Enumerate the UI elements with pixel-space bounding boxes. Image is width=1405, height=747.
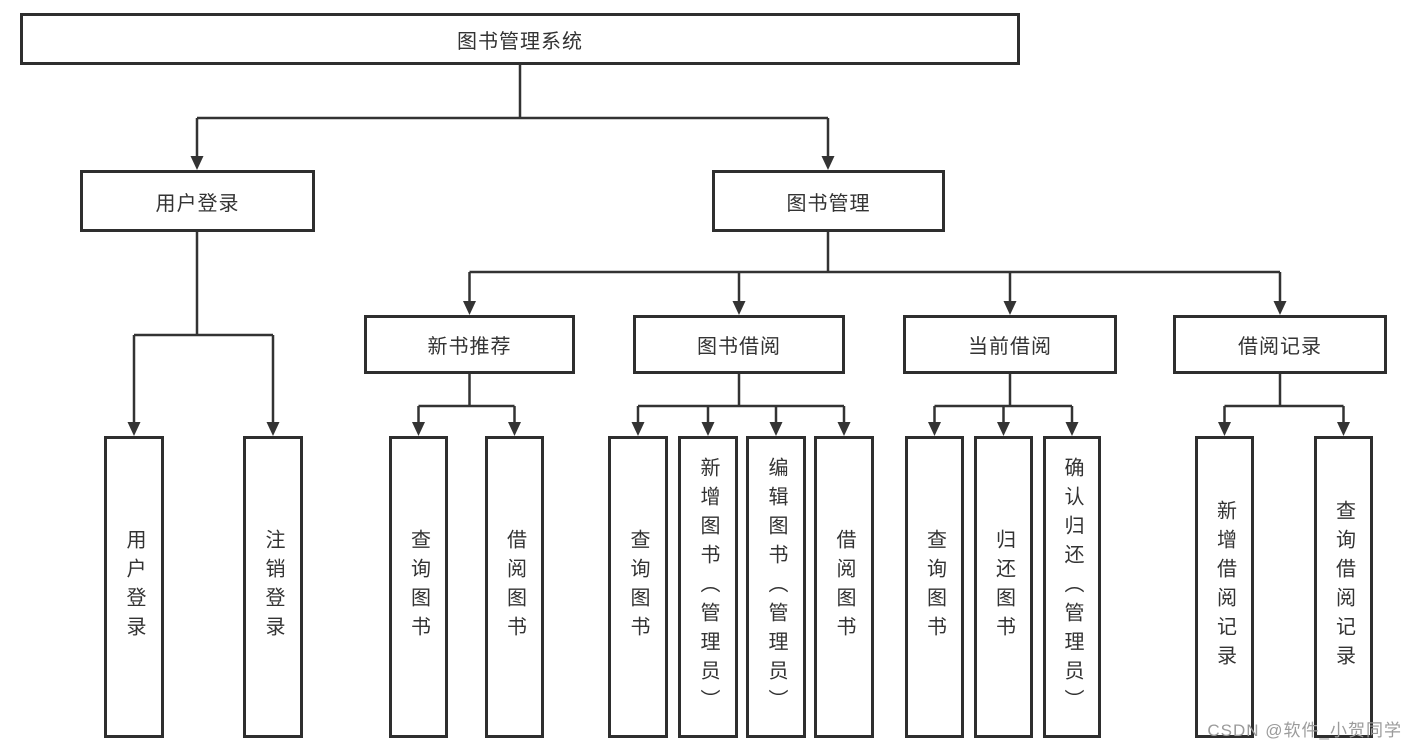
connector-current-borrow-to-leaves [933,374,1074,422]
arrow-down-icon [127,422,141,436]
connector-new-book-rec-to-leaves [417,374,516,422]
arrow-down-icon [732,301,746,315]
arrow-down-icon [190,156,204,170]
arrow-down-icon [1273,301,1287,315]
arrow-down-icon [1337,422,1350,436]
node-book-management: 图书管理 [712,170,945,232]
arrow-down-icon [266,422,280,436]
node-leaf-edit-book-admin: 编辑图书（管理员） [746,436,806,738]
leaf-label: 查询图书 [407,529,430,645]
connector-root-to-level2 [195,65,830,156]
node-borrow-records: 借阅记录 [1173,315,1387,374]
leaf-label: 新增图书（管理员） [697,456,719,718]
arrow-down-icon [821,156,835,170]
node-leaf-logout: 注销登录 [243,436,303,738]
leaf-label: 查询图书 [627,529,649,645]
connector-user-login-to-leaves [132,232,275,422]
arrow-down-icon [837,422,851,436]
connector-borrow-records-to-leaves [1223,374,1345,422]
node-leaf-query-borrow-record: 查询借阅记录 [1314,436,1373,738]
arrow-down-icon [769,422,783,436]
leaf-label: 新增借阅记录 [1213,500,1236,674]
node-leaf-add-book-admin: 新增图书（管理员） [678,436,738,738]
node-leaf-borrow-query-book: 查询图书 [608,436,668,738]
leaf-label: 用户登录 [123,529,145,645]
leaf-label: 借阅图书 [833,529,855,645]
node-user-login: 用户登录 [80,170,315,232]
node-leaf-current-query-book: 查询图书 [905,436,964,738]
arrow-down-icon [1218,422,1231,436]
node-leaf-confirm-return-admin: 确认归还（管理员） [1043,436,1101,738]
arrow-down-icon [631,422,645,436]
node-leaf-recommend-borrow-book: 借阅图书 [485,436,544,738]
leaf-label: 注销登录 [262,529,284,645]
leaf-label: 归还图书 [992,529,1015,645]
arrow-down-icon [1003,301,1017,315]
arrow-down-icon [508,422,521,436]
leaf-label: 查询借阅记录 [1332,500,1355,674]
arrow-down-icon [412,422,425,436]
node-current-borrow: 当前借阅 [903,315,1117,374]
node-root: 图书管理系统 [20,13,1020,65]
leaf-label: 确认归还（管理员） [1061,456,1083,718]
arrow-down-icon [701,422,715,436]
node-leaf-return-book: 归还图书 [974,436,1033,738]
connector-book-borrow-to-leaves [636,374,846,422]
node-leaf-add-borrow-record: 新增借阅记录 [1195,436,1254,738]
arrow-down-icon [928,422,941,436]
connector-book-mgmt-to-level3 [468,232,1282,301]
node-leaf-user-login: 用户登录 [104,436,164,738]
arrow-down-icon [463,301,476,315]
node-new-book-recommend: 新书推荐 [364,315,575,374]
node-leaf-recommend-query-book: 查询图书 [389,436,448,738]
node-leaf-borrow-book: 借阅图书 [814,436,874,738]
arrow-down-icon [1065,422,1079,436]
leaf-label: 借阅图书 [503,529,526,645]
leaf-label: 查询图书 [923,529,946,645]
watermark: CSDN @软件_小贺同学 [1207,721,1402,740]
leaf-label: 编辑图书（管理员） [765,456,787,718]
arrow-down-icon [997,422,1010,436]
node-book-borrow: 图书借阅 [633,315,845,374]
